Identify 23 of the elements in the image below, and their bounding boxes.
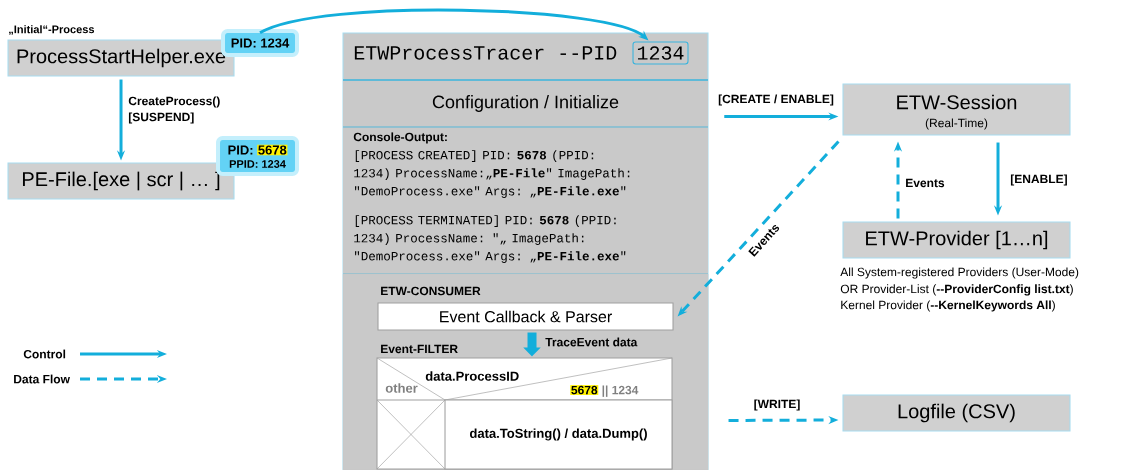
provider-note: Kernel Provider (--KernelKeywords All) [841, 300, 1055, 312]
box-caption: „Initial“-Process [9, 25, 95, 35]
section-band: Configuration / Initialize [342, 79, 709, 128]
legend-label: Control [23, 349, 66, 359]
node-label: Event-FILTER [381, 344, 458, 354]
provider-note: OR Provider-List (--ProviderConfig list.txt) [840, 284, 1073, 296]
table-cell: data.ToString() / data.Dump() [444, 399, 673, 470]
pid-box: 1234 [632, 41, 689, 65]
edge-label: [WRITE] [754, 399, 800, 411]
process-box: Logfile (CSV) [842, 394, 1071, 432]
edge-label: TraceEvent data [545, 337, 638, 347]
edge-label: [CREATE / ENABLE] [718, 94, 834, 106]
node-label: [PROCESS CREATED] PID: 5678 (PPID: 1234) ProcessName:„PE-File" ImagePath: "DemoProcess.exe" Args: „PE-File.exe" [354, 150, 630, 198]
legend-label: Data Flow [14, 374, 70, 384]
edge-label: Events [906, 178, 945, 188]
edge-label: [ENABLE] [1010, 174, 1067, 186]
process-box: ETW-Provider [1…n] [842, 221, 1071, 259]
node-label: [PROCESS TERMINATED] PID: 5678 (PPID: 1234) ProcessName: "„ ImagePath: "DemoProcess.exe" Args: „PE-File.exe" [354, 215, 626, 263]
process-box: ETW-Session (Real-Time) [842, 83, 1071, 136]
provider-note: All System-registered Providers (User-Mode) [840, 267, 1079, 279]
edge-label: CreateProcess() [SUSPEND] [128, 96, 220, 124]
node-label: Console-Output: [353, 132, 447, 144]
parser-box: Event Callback & Parser [377, 302, 674, 331]
